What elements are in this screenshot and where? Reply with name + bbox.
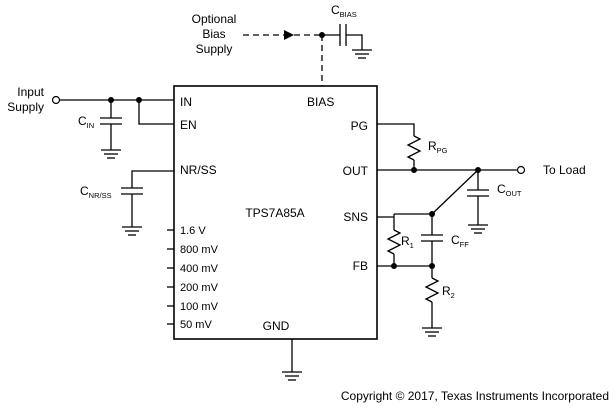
cout-label: COUT xyxy=(497,182,522,198)
pin-sns-label: SNS xyxy=(343,210,368,224)
cff-capacitor xyxy=(421,214,443,266)
ground-icon xyxy=(282,371,302,381)
ground-icon xyxy=(468,224,488,234)
r1-label: R1 xyxy=(401,234,414,250)
bias-supply-label-line3: Supply xyxy=(196,42,233,56)
ground-icon xyxy=(101,149,121,159)
anyout-200mv-label: 200 mV xyxy=(180,282,219,294)
pin-nr-ss-label: NR/SS xyxy=(180,163,217,177)
ground-icon xyxy=(122,226,142,236)
rpg-resistor xyxy=(406,135,422,161)
r2-resistor xyxy=(424,277,440,303)
pin-bias-label: BIAS xyxy=(307,95,334,109)
bias-supply-label-line1: Optional xyxy=(192,12,237,26)
cff-label: CFF xyxy=(451,233,469,249)
to-load-label: To Load xyxy=(543,163,586,177)
cin-capacitor xyxy=(100,100,122,150)
nr-ss-wire xyxy=(131,170,174,188)
ic-part-number: TPS7A85A xyxy=(245,206,304,220)
anyout-pins: 1.6 V 800 mV 400 mV 200 mV 100 mV 50 mV xyxy=(167,225,219,331)
sense-wire xyxy=(431,169,479,215)
output-terminal xyxy=(516,165,526,175)
anyout-100mv-label: 100 mV xyxy=(180,301,219,313)
ground-icon xyxy=(422,327,442,337)
r1-resistor xyxy=(386,229,402,255)
pin-en-label: EN xyxy=(180,118,197,132)
junction-pg-out xyxy=(411,167,417,173)
anyout-50mv-label: 50 mV xyxy=(180,319,212,331)
cbias-capacitor xyxy=(322,24,363,50)
input-supply-label-line1: Input xyxy=(17,85,44,99)
cin-label: CIN xyxy=(78,114,94,130)
r2-label: R2 xyxy=(442,284,455,300)
cnrss-capacitor xyxy=(121,187,143,227)
pin-gnd-label: GND xyxy=(263,319,290,333)
pin-out-label: OUT xyxy=(343,164,369,178)
ic-body xyxy=(173,85,378,340)
cnrss-label: CNR/SS xyxy=(80,184,112,200)
junction-fb-r1 xyxy=(391,263,397,269)
anyout-800mv-label: 800 mV xyxy=(180,244,219,256)
bias-supply-label-line2: Bias xyxy=(202,27,225,41)
arrow-right-icon xyxy=(284,30,294,40)
ground-icon xyxy=(352,49,372,59)
pin-fb-label: FB xyxy=(353,259,368,273)
pin-pg-label: PG xyxy=(351,119,368,133)
anyout-1p6v-label: 1.6 V xyxy=(180,225,206,237)
pin-in-label: IN xyxy=(180,95,192,109)
anyout-400mv-label: 400 mV xyxy=(180,263,219,275)
input-supply-label-line2: Supply xyxy=(7,100,44,114)
copyright-notice: Copyright © 2017, Texas Instruments Inco… xyxy=(341,389,609,403)
input-terminal xyxy=(51,95,61,105)
cbias-label: CBIAS xyxy=(331,3,357,19)
rpg-label: RPG xyxy=(428,139,448,155)
en-tie-wire xyxy=(138,100,174,125)
cout-capacitor xyxy=(467,170,489,225)
pg-wire xyxy=(377,123,415,136)
